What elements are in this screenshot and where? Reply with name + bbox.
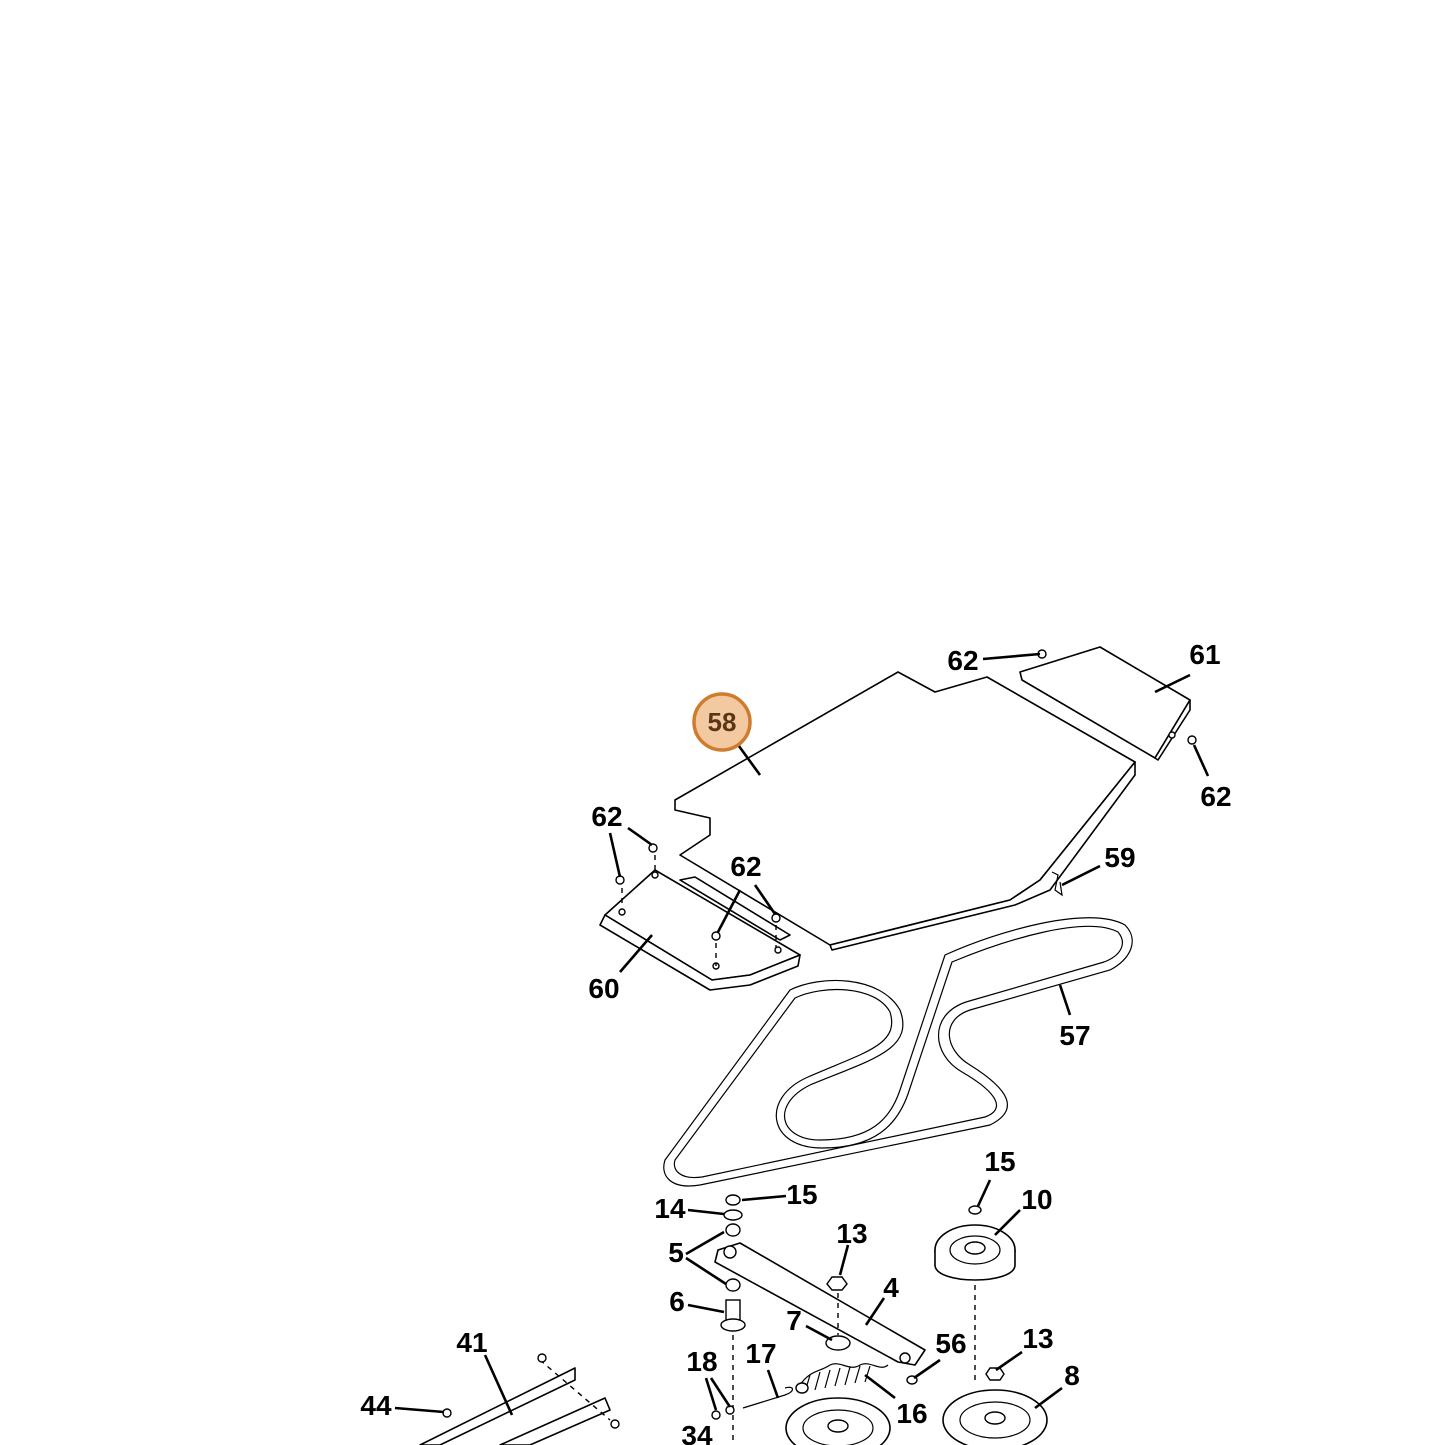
callout-15-right: 15 [984,1146,1015,1177]
callout-59: 59 [1104,842,1135,873]
callout-56: 56 [935,1328,966,1359]
callout-44: 44 [360,1390,392,1421]
callout-6: 6 [669,1286,685,1317]
callout-16: 16 [896,1398,927,1429]
idler-pulley-upper [934,1205,1016,1380]
callout-34: 34 [681,1420,713,1445]
bushing-stack [720,1194,746,1445]
callout-4: 4 [883,1272,899,1303]
callout-41: 41 [456,1327,487,1358]
pin [711,1386,794,1420]
belt-cover-plate [674,671,1136,951]
callout-15-left: 15 [786,1179,817,1210]
callout-60: 60 [588,973,619,1004]
left-bracket [599,869,801,991]
callout-labels: 62 61 62 62 62 59 60 57 15 10 14 15 13 5… [360,639,1231,1445]
callout-5: 5 [668,1237,684,1268]
callout-58-label: 58 [708,707,737,737]
callout-14: 14 [654,1193,686,1224]
leader-lines [394,652,1210,1416]
callout-13-upper: 13 [836,1218,867,1249]
lower-left-bracket [419,1353,620,1445]
lower-pulleys [785,1367,1048,1445]
callout-8: 8 [1064,1360,1080,1391]
callout-10: 10 [1021,1184,1052,1215]
callout-62-right: 62 [1200,781,1231,812]
tension-spring [795,1363,889,1394]
right-bracket [1019,646,1191,761]
callout-62-center: 62 [730,851,761,882]
callout-57: 57 [1059,1020,1090,1051]
callout-7: 7 [786,1305,802,1336]
callout-62-top: 62 [947,645,978,676]
callout-17: 17 [745,1338,776,1369]
highlight-callout-58[interactable]: 58 [692,692,752,752]
idler-arm [714,1242,926,1366]
drive-belt [663,917,1133,1187]
callout-62-left: 62 [591,801,622,832]
callout-61: 61 [1189,639,1220,670]
callout-13-lower: 13 [1022,1323,1053,1354]
callout-18: 18 [686,1346,717,1377]
